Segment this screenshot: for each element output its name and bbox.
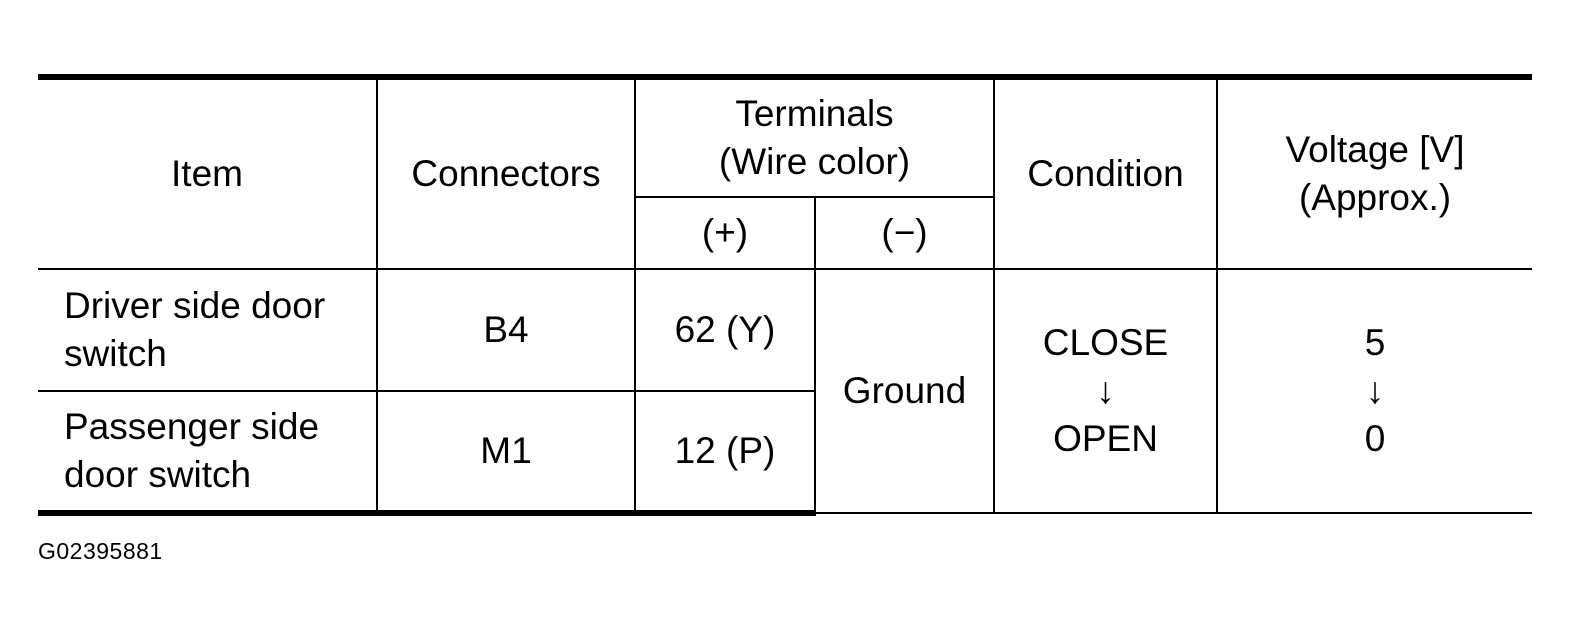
voltage-to: 0 [1364,418,1386,459]
condition-to: OPEN [1053,418,1158,459]
door-switch-table-container: Item Connectors Terminals (Wire color) C… [38,74,1533,516]
condition-cell: CLOSE ↓ OPEN [994,269,1219,514]
header-condition: Condition [994,74,1219,270]
row-connector: M1 [377,391,636,516]
row-item: Passenger side door switch [38,391,378,516]
header-plus-terminal: (+) [635,197,816,270]
voltage-cell: 5 ↓ 0 [1217,269,1533,514]
figure-code: G02395881 [38,538,163,564]
door-switch-inspection-table: Item Connectors Terminals (Wire color) C… [38,74,1533,516]
down-arrow-icon: ↓ [1365,370,1385,411]
header-voltage-line2: (Approx.) [1298,177,1452,218]
row-item-line1: Passenger side [64,406,320,447]
header-terminals-line2: (Wire color) [718,141,911,182]
row-item: Driver side door switch [38,269,378,392]
condition-from: CLOSE [1042,322,1169,363]
voltage-from: 5 [1364,322,1386,363]
down-arrow-icon: ↓ [1096,370,1115,411]
header-terminals: Terminals (Wire color) [635,74,996,198]
header-voltage-line1: Voltage [V] [1285,129,1465,170]
row-connector: B4 [377,269,636,392]
row-plus-terminal: 12 (P) [635,391,816,516]
header-item: Item [38,74,378,270]
row-plus-terminal: 62 (Y) [635,269,816,392]
row-item-line2: switch [64,333,167,374]
row-item-line1: Driver side door [64,285,326,326]
header-minus-terminal: (−) [815,197,996,270]
header-voltage: Voltage [V] (Approx.) [1217,74,1533,270]
table-row: Passenger side door switch M1 12 (P) [38,391,1532,516]
header-terminals-line1: Terminals [735,93,894,134]
header-connectors: Connectors [377,74,636,270]
table-row: Driver side door switch B4 62 (Y) Ground… [38,269,1533,514]
row-item-line2: door switch [64,454,252,495]
minus-terminal-ground: Ground [815,269,996,514]
